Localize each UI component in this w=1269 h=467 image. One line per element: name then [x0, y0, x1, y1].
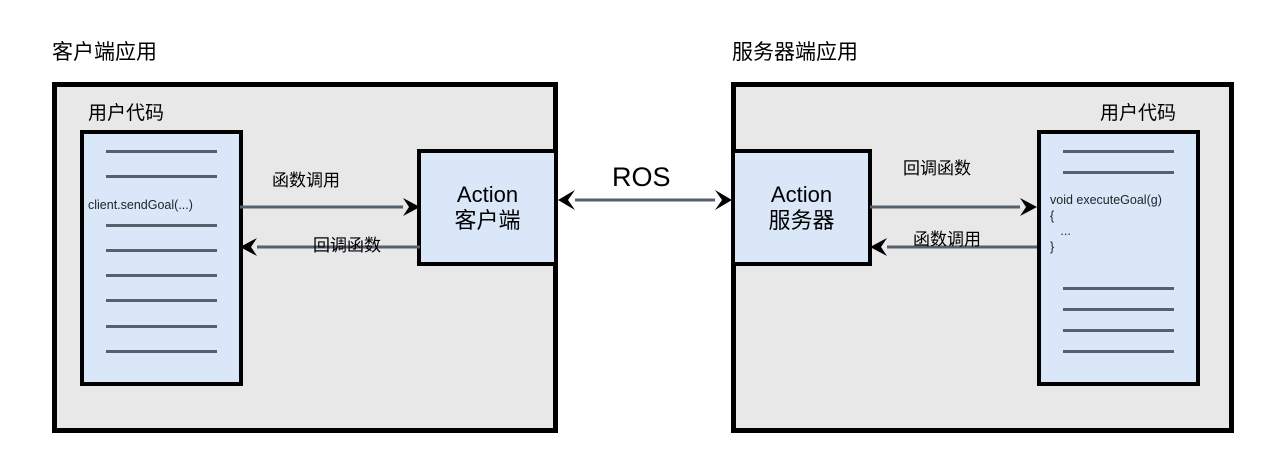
server-code-snippet: void executeGoal(g) { ... } — [1050, 193, 1162, 254]
client-user-code-box — [80, 130, 243, 386]
server-code-rules — [1041, 134, 1196, 382]
client-user-code-label: 用户代码 — [88, 103, 165, 124]
code-rule — [106, 224, 217, 228]
arrow-function-call-right — [240, 198, 420, 216]
code-rule — [1063, 286, 1174, 290]
code-rule — [106, 299, 217, 303]
code-rule — [106, 150, 217, 153]
server-callback-label: 回调函数 — [903, 159, 971, 178]
code-rule — [1063, 150, 1174, 153]
arrow-callback-right — [870, 198, 1037, 216]
code-rule — [1063, 350, 1174, 354]
client-function-call-label: 函数调用 — [272, 171, 340, 190]
client-code-rules — [84, 134, 239, 382]
action-server-label-en: Action — [770, 181, 833, 207]
client-callback-label: 回调函数 — [313, 236, 381, 255]
arrow-function-call-left — [870, 238, 1037, 256]
code-rule — [106, 324, 217, 328]
action-server-label-cn: 服务器 — [768, 207, 835, 233]
code-rule — [1063, 171, 1174, 175]
code-rule — [106, 274, 217, 278]
client-code-snippet: client.sendGoal(...) — [88, 198, 193, 212]
server-user-code-label: 用户代码 — [1100, 103, 1177, 124]
action-client-box: Action 客户端 — [417, 149, 558, 266]
action-client-label-en: Action — [456, 181, 519, 207]
action-server-box: Action 服务器 — [731, 149, 872, 266]
code-rule — [106, 175, 217, 179]
code-rule — [106, 349, 217, 353]
arrow-callback-left — [240, 238, 420, 256]
server-function-call-label: 函数调用 — [913, 230, 981, 249]
client-arrows — [240, 198, 420, 256]
code-rule — [1063, 329, 1174, 333]
code-rule — [1063, 308, 1174, 312]
action-client-label-cn: 客户端 — [454, 207, 521, 233]
server-application-caption: 服务器端应用 — [732, 41, 858, 64]
ros-bidirectional-arrow — [558, 190, 732, 210]
code-rule — [106, 249, 217, 253]
server-arrows — [870, 198, 1037, 256]
server-user-code-box — [1037, 130, 1200, 386]
client-application-caption: 客户端应用 — [52, 41, 157, 64]
ros-label: ROS — [612, 162, 671, 192]
